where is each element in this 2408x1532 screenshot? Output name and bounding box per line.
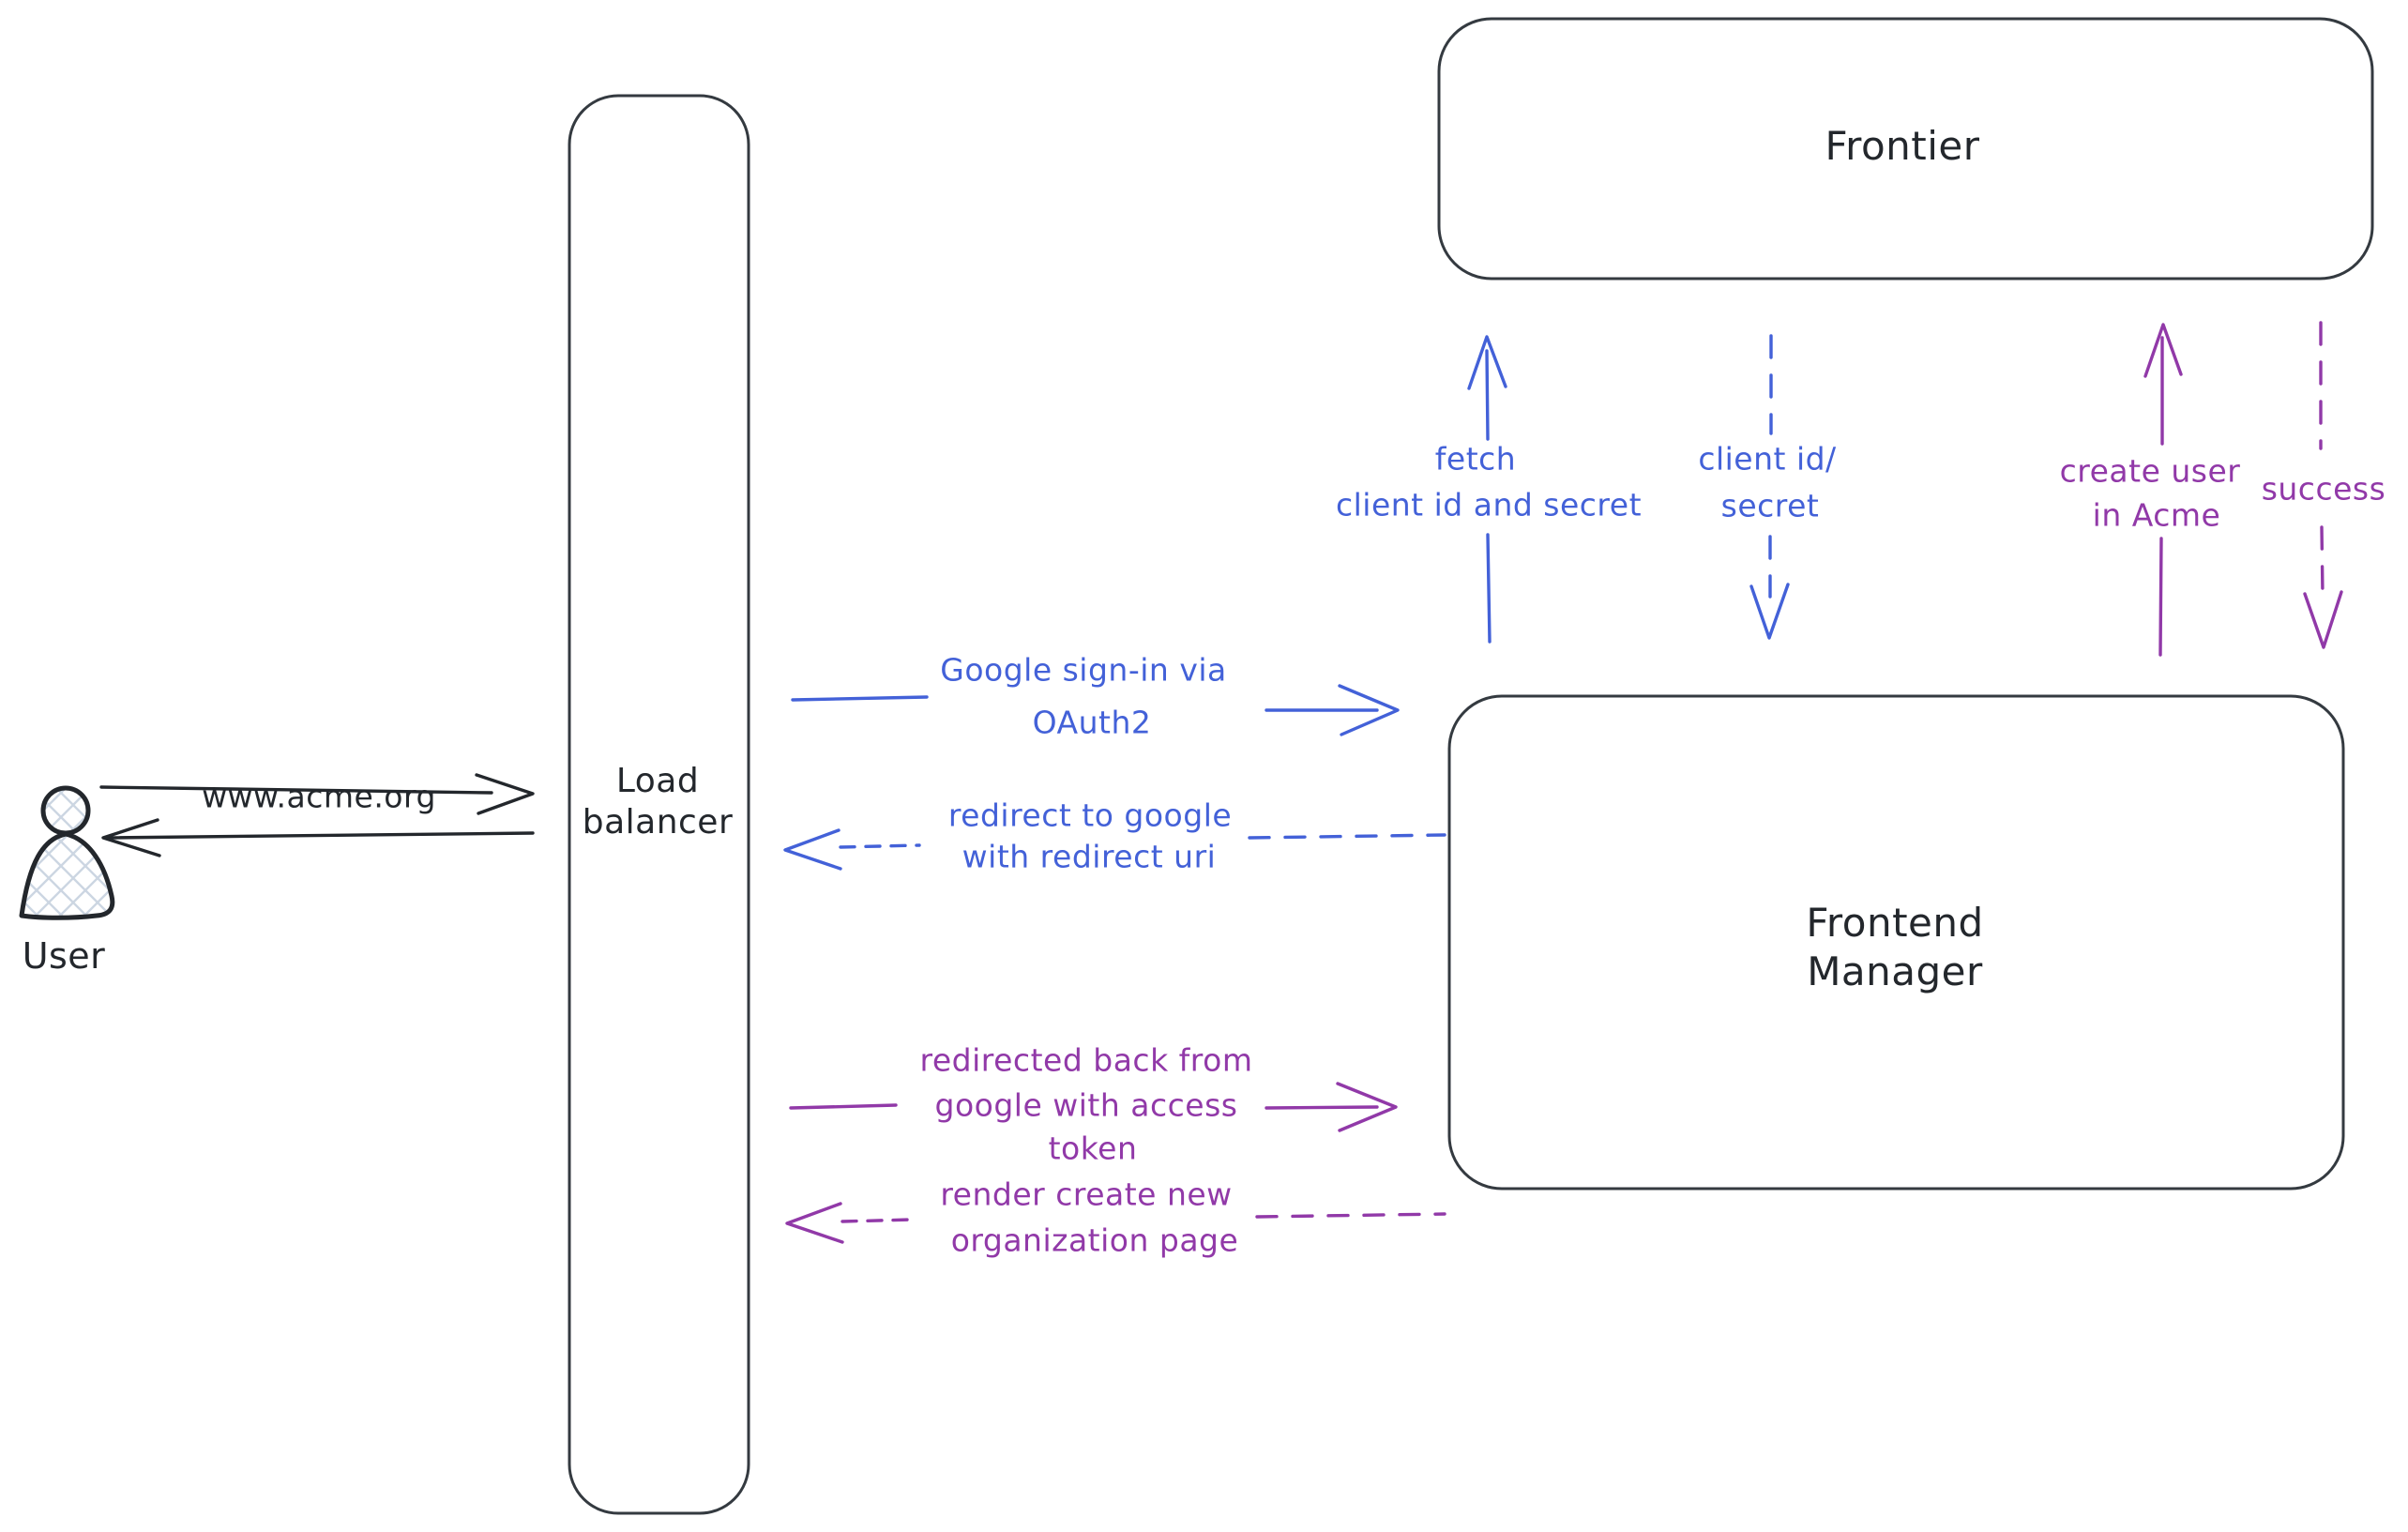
frontend-manager-box — [1447, 694, 2345, 1191]
arrow-fetch-secret — [1467, 335, 1507, 644]
arrow-create-user — [2143, 323, 2183, 657]
user-label: User — [22, 935, 106, 977]
load-balancer-label-line1: Load — [615, 762, 700, 800]
arrow-redirected-back — [789, 1082, 1398, 1132]
frontier-label: Frontier — [1825, 123, 1980, 169]
arrow-www-acme — [99, 773, 535, 815]
user-icon — [19, 785, 115, 920]
render-page-label-line2: organization page — [950, 1221, 1239, 1259]
client-id-secret-label-line1: client id/ — [1698, 440, 1837, 478]
success-label: success — [2261, 470, 2386, 508]
load-balancer-label-line2: balancer — [582, 803, 734, 842]
arrow-client-id-secret — [1749, 334, 1790, 640]
render-page-label-line1: render create new — [940, 1176, 1233, 1213]
load-balancer-box — [568, 94, 750, 1515]
arrow-success — [2303, 321, 2343, 649]
fetch-secret-label-line2: client id and secret — [1335, 486, 1643, 523]
arrow-render-page — [785, 1202, 1446, 1244]
redirected-back-label-line1: redirected back from — [919, 1041, 1253, 1079]
redirect-google-label-line2: with redirect uri — [962, 838, 1217, 875]
frontier-box — [1437, 17, 2374, 281]
arrow-acme-response — [101, 818, 535, 857]
redirected-back-label-line3: token — [1048, 1130, 1138, 1167]
google-signin-label-line1: Google sign-in via — [940, 651, 1227, 689]
frontend-manager-label-line1: Frontend — [1806, 900, 1984, 946]
google-signin-label-line2: OAuth2 — [1032, 704, 1152, 741]
arrow-google-signin — [791, 684, 1400, 736]
client-id-secret-label-line2: secret — [1720, 487, 1820, 524]
arrow-redirect-google — [783, 828, 1446, 871]
redirected-back-label-line2: google with access — [934, 1086, 1238, 1124]
create-user-label-line1: create user — [2059, 452, 2241, 490]
fetch-secret-label-line1: fetch — [1434, 440, 1517, 478]
redirect-google-label-line1: redirect to google — [947, 796, 1233, 834]
create-user-label-line2: in Acme — [2092, 496, 2221, 534]
www-acme-label: www.acme.org — [202, 778, 436, 815]
user-body — [19, 831, 115, 920]
user-head — [40, 785, 91, 836]
frontend-manager-label-line2: Manager — [1807, 948, 1983, 994]
